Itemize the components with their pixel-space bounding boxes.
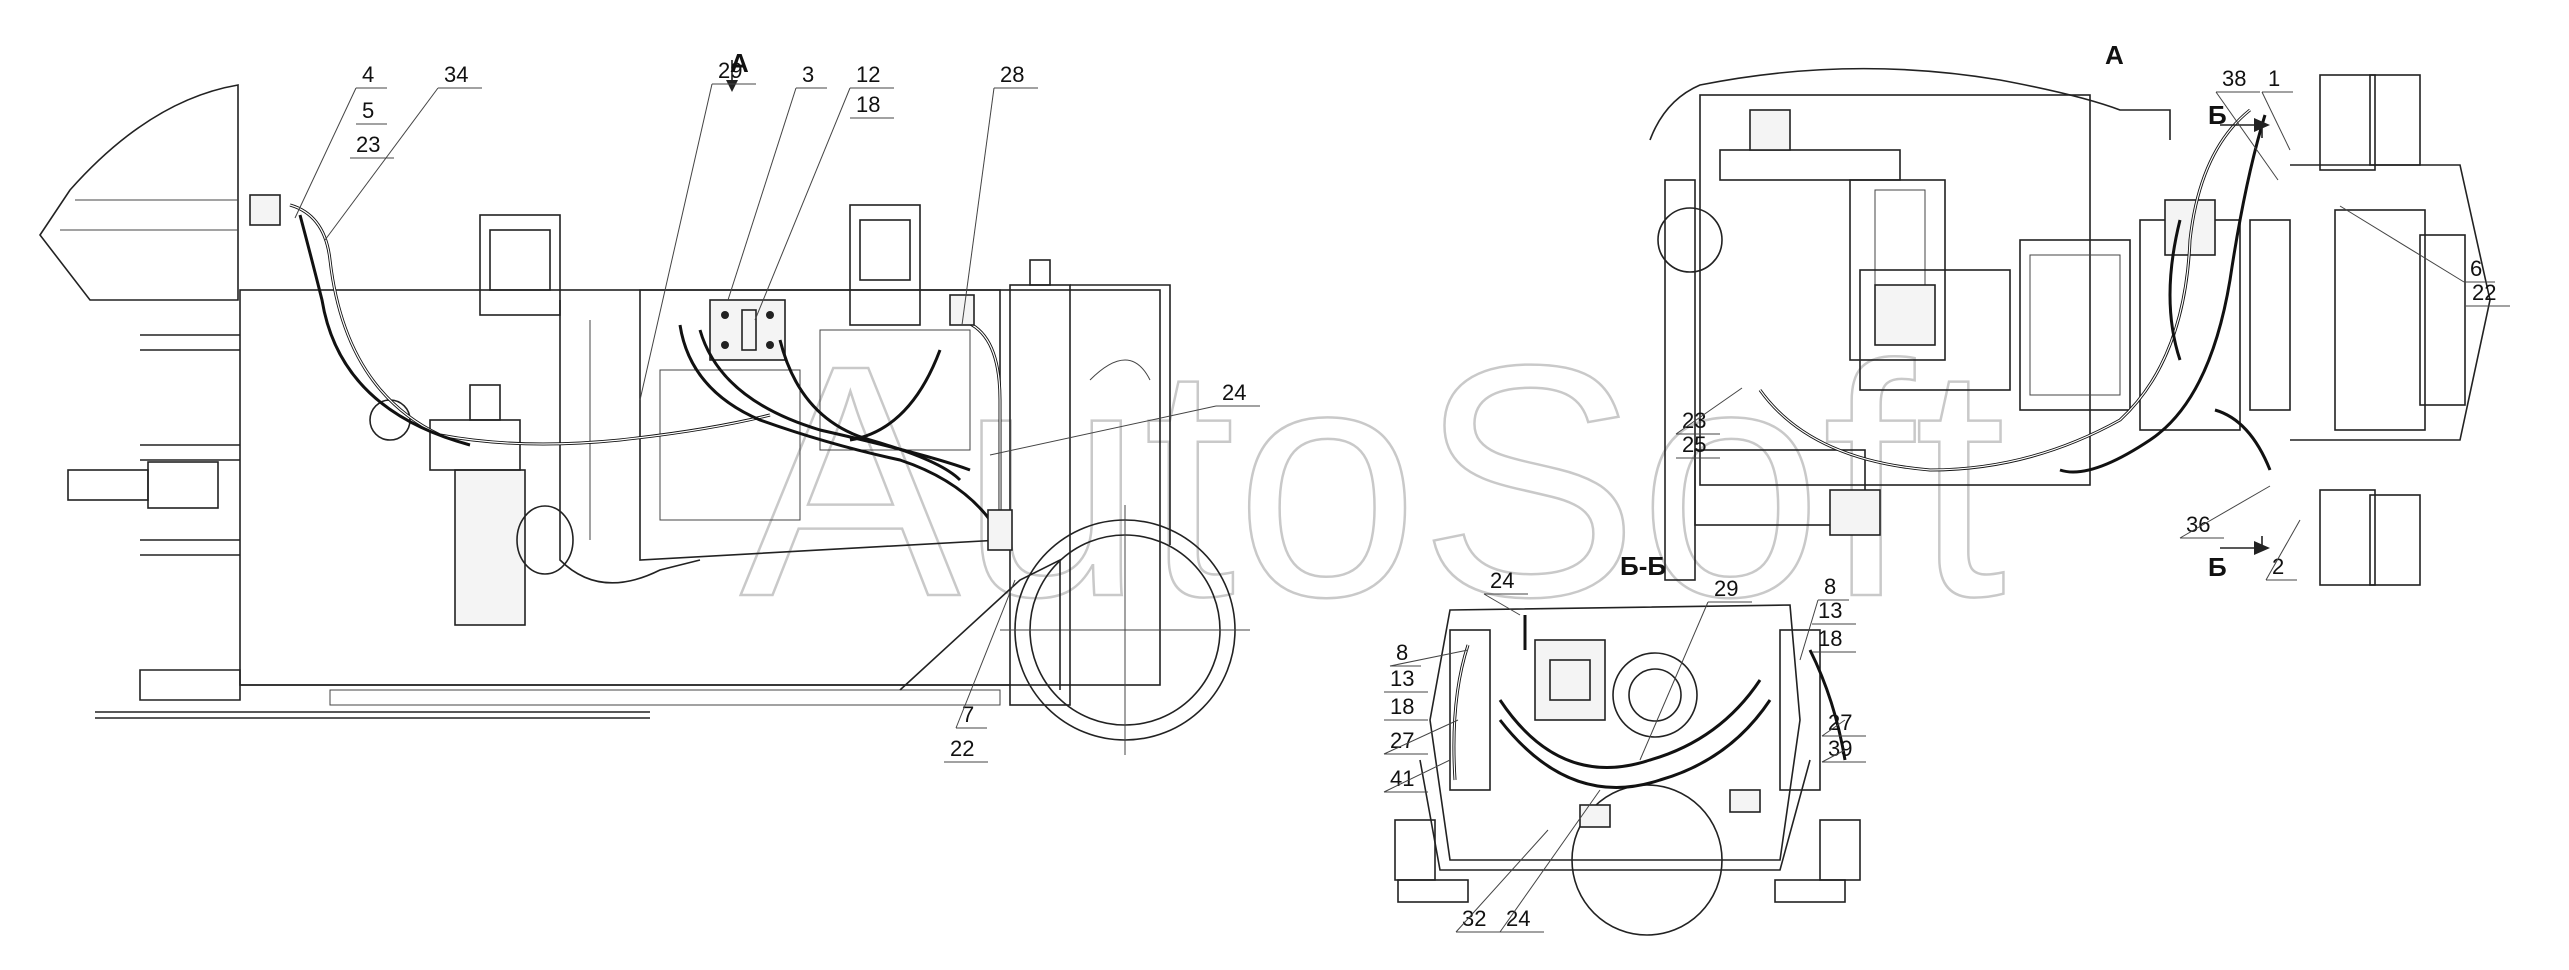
callout-side-10: 7: [955, 579, 1016, 729]
callout-plan-7: 2: [2265, 519, 2301, 581]
callout-label: 38: [2222, 66, 2246, 91]
callout-label: 24: [1222, 380, 1246, 405]
callout-side-8: 28: [961, 62, 1038, 326]
callout-leader: [1639, 601, 1709, 761]
callout-leader: [1383, 719, 1459, 755]
callout-side-2: 23: [350, 132, 394, 159]
callout-side-7: 18: [850, 92, 894, 119]
callout-leader: [2179, 485, 2271, 539]
callout-label: 18: [856, 92, 880, 117]
callout-label: 12: [856, 62, 880, 87]
side-view-ref-label: A: [730, 48, 749, 78]
callout-leader: [955, 579, 1016, 729]
callout-section-10: 27: [1821, 710, 1866, 737]
callout-section-4: 18: [1812, 626, 1856, 653]
callout-plan-6: 36: [2179, 485, 2271, 539]
watermark: AutoSoft: [740, 296, 2007, 665]
callout-leader: [294, 87, 357, 219]
callout-section-0: 24: [1483, 568, 1528, 616]
callout-leader: [1821, 749, 1846, 763]
callout-plan-2: 6: [2339, 205, 2495, 283]
callout-section-12: 32: [1455, 829, 1549, 933]
callout-label: 23: [356, 132, 380, 157]
callout-plan-0: 38: [2215, 66, 2279, 181]
callout-section-2: 8: [1799, 574, 1849, 661]
callout-section-13: 24: [1499, 789, 1601, 933]
callout-label: 6: [2470, 256, 2482, 281]
callout-label: 32: [1462, 906, 1486, 931]
callout-label: 27: [1828, 710, 1852, 735]
callout-label: 36: [2186, 512, 2210, 537]
callout-section-5: 8: [1389, 640, 1469, 667]
callout-label: 3: [802, 62, 814, 87]
callout-label: 1: [2268, 66, 2280, 91]
callout-label: 5: [362, 98, 374, 123]
callout-leader: [2339, 205, 2465, 283]
callout-leader: [1499, 789, 1601, 933]
callout-leader: [961, 87, 995, 326]
callout-side-1: 5: [356, 98, 387, 125]
callout-side-4: 29: [639, 58, 756, 401]
callout-plan-1: 1: [2261, 66, 2293, 151]
callout-label: 28: [1000, 62, 1024, 87]
section-view: [1394, 604, 1861, 936]
callout-leader: [1389, 649, 1469, 667]
callout-section-11: 39: [1821, 736, 1866, 763]
callout-label: 25: [1682, 432, 1706, 457]
callout-label: 23: [1682, 408, 1706, 433]
callout-label: 24: [1490, 568, 1514, 593]
callout-label: 4: [362, 62, 374, 87]
callout-section-9: 41: [1383, 759, 1451, 793]
callout-plan-5: 25: [1676, 432, 1720, 459]
callout-leader: [2261, 91, 2291, 151]
callout-label: 18: [1818, 626, 1842, 651]
callout-side-9: 24: [989, 380, 1260, 456]
callout-section-1: 29: [1639, 576, 1752, 761]
section-view-title: Б-Б: [1620, 551, 1666, 581]
callout-leader: [1483, 593, 1521, 616]
callout-label: 8: [1396, 640, 1408, 665]
callout-label: 13: [1818, 598, 1842, 623]
callout-side-3: 34: [324, 62, 482, 241]
callout-label: 7: [962, 702, 974, 727]
section-marker-bottom: Б: [2208, 552, 2227, 582]
callout-leader: [1799, 599, 1819, 661]
callout-label: 34: [444, 62, 468, 87]
callout-label: 22: [950, 736, 974, 761]
callout-label: 13: [1390, 666, 1414, 691]
callout-label: 29: [1714, 576, 1738, 601]
callout-leader: [1675, 387, 1743, 435]
callout-label: 29: [718, 58, 742, 83]
callout-plan-3: 22: [2466, 280, 2510, 307]
section-marker-top: Б: [2208, 100, 2227, 130]
callout-label: 18: [1390, 694, 1414, 719]
callout-leader: [2265, 519, 2301, 581]
callout-section-7: 18: [1384, 694, 1428, 721]
callout-side-0: 4: [294, 62, 387, 219]
callout-plan-4: 23: [1675, 387, 1743, 435]
callout-section-8: 27: [1383, 719, 1459, 755]
callout-side-6: 12: [754, 62, 894, 321]
callout-label: 8: [1824, 574, 1836, 599]
callout-leader: [2215, 91, 2279, 181]
plan-view-title: A: [2105, 40, 2124, 70]
callout-leader: [727, 87, 797, 301]
callout-section-6: 13: [1384, 666, 1428, 693]
callout-label: 2: [2272, 554, 2284, 579]
callout-leader: [639, 83, 713, 401]
callout-side-11: 22: [944, 736, 988, 763]
side-view: [39, 60, 1250, 755]
callout-leader: [1383, 759, 1451, 793]
callout-section-3: 13: [1812, 598, 1856, 625]
callout-leader: [324, 87, 439, 241]
callout-side-5: 3: [727, 62, 827, 301]
plan-view: [1649, 67, 2491, 586]
callout-label: 22: [2472, 280, 2496, 305]
callout-leader: [1455, 829, 1549, 933]
callout-leader: [989, 405, 1217, 456]
callout-leader: [1821, 719, 1846, 737]
callout-leader: [754, 87, 851, 321]
